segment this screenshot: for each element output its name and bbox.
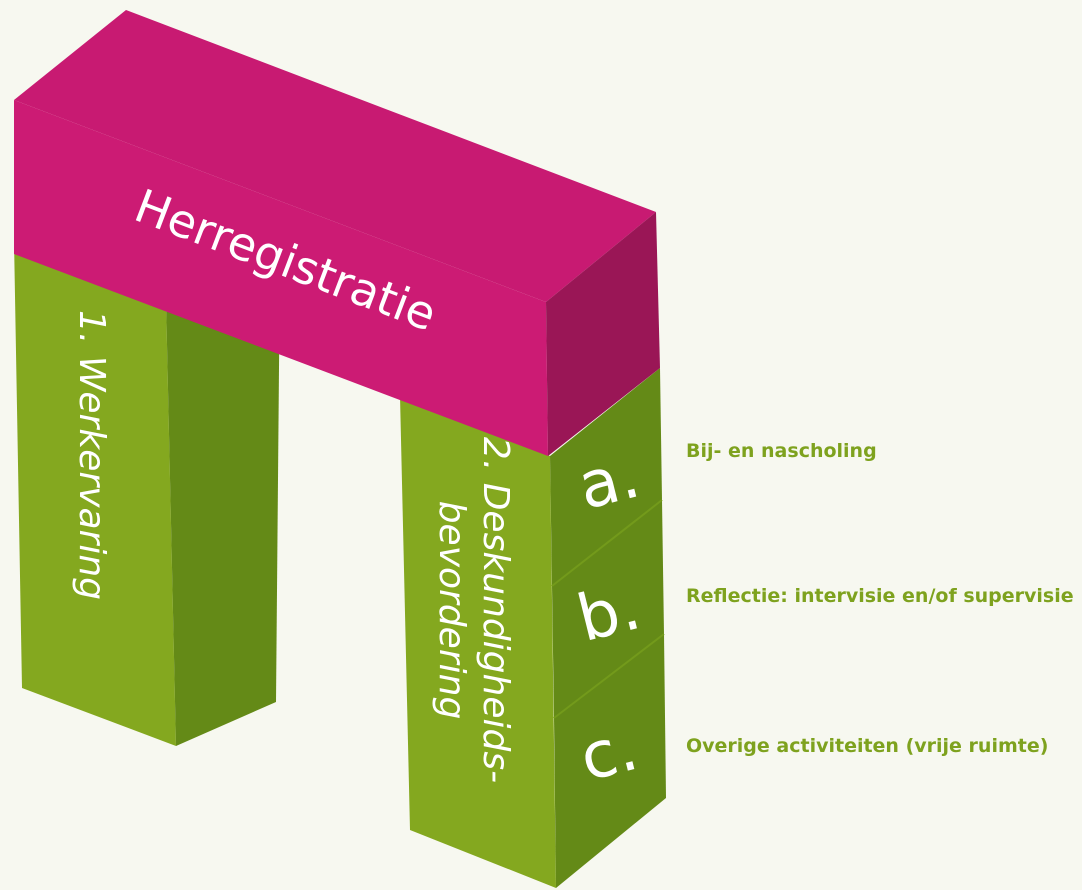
block-divider-bc <box>553 633 665 719</box>
right-pillar-label-line1: 2. Deskundigheids- <box>475 437 516 783</box>
block-b-side <box>552 500 664 718</box>
beam-side-face <box>546 212 660 456</box>
block-a-label: Bij- en nascholing <box>686 440 877 462</box>
left-pillar-front <box>14 240 176 746</box>
right-pillar-front <box>400 396 556 888</box>
block-c-label: Overige activiteiten (vrije ruimte) <box>686 735 1049 757</box>
right-pillar-label-line2: bevordering <box>431 501 472 720</box>
beam-front-face <box>14 100 548 456</box>
block-b-label: Reflectie: intervisie en/of supervisie <box>686 585 1074 607</box>
left-pillar-label: 1. Werkervaring <box>71 310 112 600</box>
block-a-side <box>550 368 662 586</box>
beam-top-face <box>14 10 656 302</box>
block-divider-ab <box>551 499 663 587</box>
left-pillar-side <box>166 256 280 746</box>
